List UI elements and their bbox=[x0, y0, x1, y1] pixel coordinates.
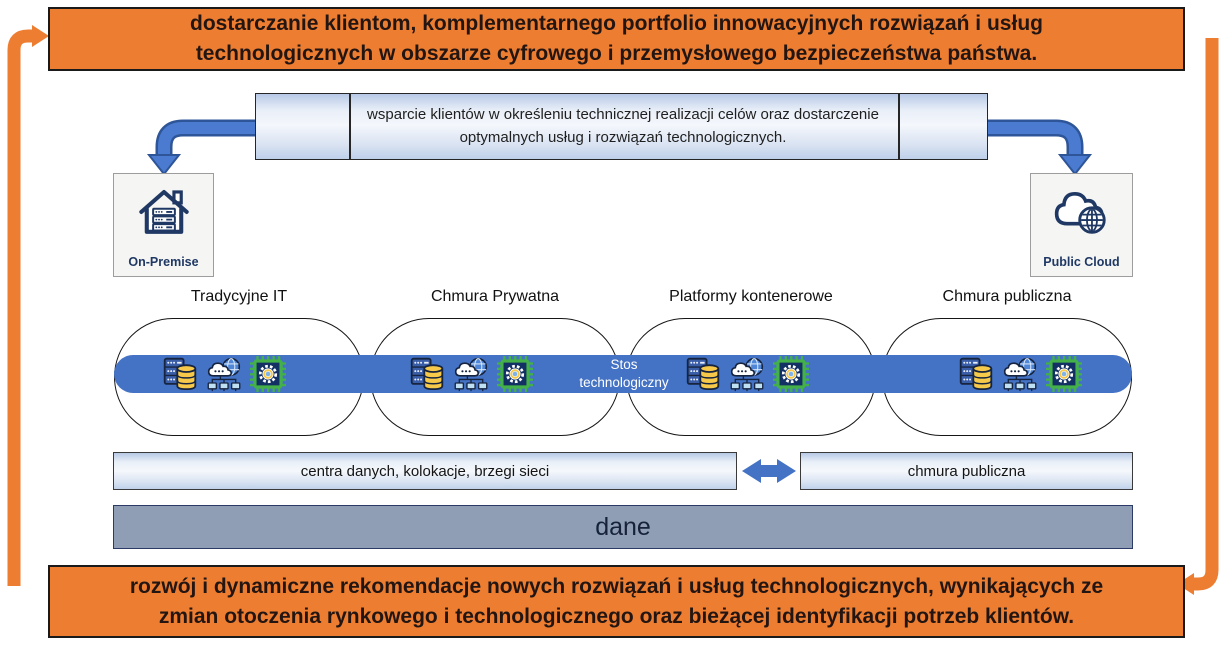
on-premise-box: On-Premise bbox=[113, 173, 214, 277]
stack-icons-traditional-it bbox=[162, 356, 286, 392]
left-cycle-arrow bbox=[7, 25, 49, 586]
column-label-container-platforms: Platformy kontenerowe bbox=[669, 288, 833, 305]
cpu-chip-icon bbox=[250, 356, 286, 392]
cloud-network-icon bbox=[206, 356, 242, 392]
server-database-icon bbox=[162, 356, 198, 392]
data-centers-bar-label: centra danych, kolokacje, brzegi sieci bbox=[300, 462, 550, 480]
stack-icons-public-cloud bbox=[958, 356, 1082, 392]
data-layer-label: dane bbox=[595, 512, 651, 541]
arrow-to-on-premise bbox=[146, 119, 256, 176]
cpu-chip-icon bbox=[773, 356, 809, 392]
on-premise-label: On-Premise bbox=[128, 255, 199, 269]
support-box-text: wsparcie klientów w określeniu techniczn… bbox=[367, 106, 879, 146]
public-cloud-bar: chmura publiczna bbox=[800, 452, 1133, 490]
public-cloud-bar-label: chmura publiczna bbox=[907, 462, 1026, 480]
server-database-icon bbox=[685, 356, 721, 392]
cloud-network-icon bbox=[729, 356, 765, 392]
cloud-network-icon bbox=[453, 356, 489, 392]
data-centers-bar: centra danych, kolokacje, brzegi sieci bbox=[113, 452, 737, 490]
support-box-divider-right bbox=[898, 94, 900, 159]
bottom-banner: rozwój i dynamiczne rekomendacje nowych … bbox=[48, 565, 1185, 638]
public-cloud-box: Public Cloud bbox=[1030, 173, 1133, 277]
server-database-icon bbox=[958, 356, 994, 392]
column-label-private-cloud: Chmura Prywatna bbox=[430, 288, 560, 305]
support-box: wsparcie klientów w określeniu techniczn… bbox=[255, 93, 988, 160]
cpu-chip-icon bbox=[497, 356, 533, 392]
bidirectional-arrow bbox=[742, 459, 796, 483]
cloud-globe-icon bbox=[1046, 182, 1118, 240]
top-banner: dostarczanie klientom, komplementarnego … bbox=[48, 7, 1185, 71]
arrow-to-public-cloud bbox=[987, 119, 1093, 176]
stack-icons-container-platforms bbox=[685, 356, 809, 392]
cpu-chip-icon bbox=[1046, 356, 1082, 392]
cloud-network-icon bbox=[1002, 356, 1038, 392]
public-cloud-label: Public Cloud bbox=[1043, 255, 1120, 269]
column-label-public-cloud: Chmura publiczna bbox=[942, 288, 1072, 305]
right-cycle-arrow bbox=[1177, 38, 1219, 595]
server-database-icon bbox=[409, 356, 445, 392]
house-server-icon bbox=[128, 182, 200, 240]
bottom-banner-text: rozwój i dynamiczne rekomendacje nowych … bbox=[129, 574, 1104, 628]
top-banner-text: dostarczanie klientom, komplementarnego … bbox=[190, 12, 1043, 65]
technology-stack-label: Stos technologiczny bbox=[579, 357, 669, 390]
data-layer-bar: dane bbox=[113, 505, 1133, 549]
column-label-traditional-it: Tradycyjne IT bbox=[190, 288, 288, 305]
support-box-divider-left bbox=[349, 94, 351, 159]
stack-icons-private-cloud bbox=[409, 356, 533, 392]
